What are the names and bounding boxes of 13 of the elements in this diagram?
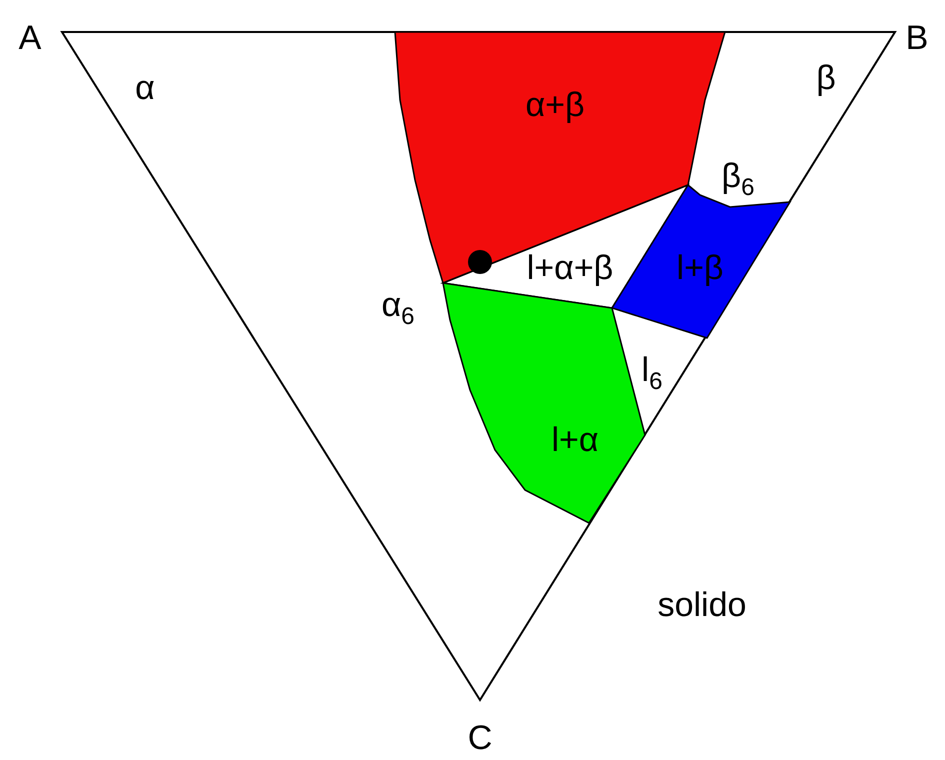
phase-label: l$_{6}$ xyxy=(642,352,662,388)
region-label: l+α xyxy=(551,423,599,457)
region-label: l+α+β xyxy=(526,251,614,285)
phase-label: α$_{6}$ xyxy=(382,287,414,323)
phase-label: β xyxy=(816,60,836,96)
region-label: α+β xyxy=(525,88,585,122)
phase-label: β$_{6}$ xyxy=(722,158,754,194)
phase-label: solido xyxy=(658,587,746,623)
vertex-label: B xyxy=(906,20,928,56)
region-label: l+β xyxy=(676,251,724,285)
vertex-label: A xyxy=(18,20,42,56)
vertex-label: C xyxy=(468,720,492,756)
phase-label: α xyxy=(135,70,155,106)
